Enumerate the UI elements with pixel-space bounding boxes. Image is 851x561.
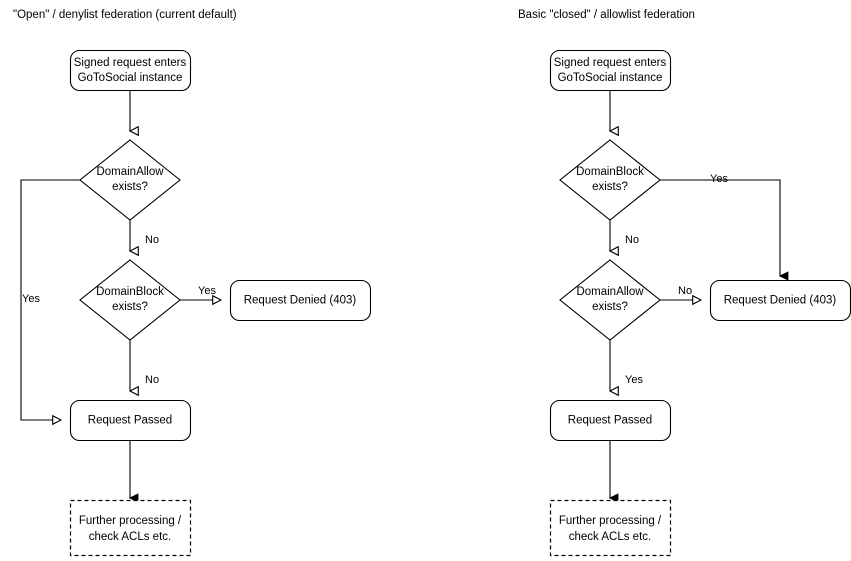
- node-entry-right-line1: Signed request enters: [554, 57, 667, 69]
- node-further-processing-left: [69, 499, 192, 557]
- node-further-processing-right-line2: check ACLs etc.: [569, 531, 651, 543]
- edge-domainblock-yes-to-denied-right: [660, 179, 780, 276]
- node-further-processing-right: [549, 499, 672, 557]
- node-decision-domainblock-right-line1: DomainBlock: [576, 166, 644, 178]
- node-decision-domainblock-right-line2: exists?: [592, 181, 628, 193]
- node-decision-domainblock-left-line1: DomainBlock: [96, 286, 164, 298]
- node-request-passed-right-label: Request Passed: [568, 415, 652, 427]
- edge-label-domainallow-yes-right: Yes: [625, 374, 643, 386]
- edge-label-domainblock-no-left: No: [145, 374, 159, 386]
- node-further-processing-left-line1: Further processing /: [79, 515, 182, 527]
- node-request-denied-left: [229, 279, 372, 322]
- node-entry-right-line2: GoToSocial instance: [558, 72, 663, 84]
- edge-label-domainallow-no-right: No: [678, 285, 692, 297]
- node-decision-domainallow-right: [559, 259, 661, 341]
- node-further-processing-left-line2: check ACLs etc.: [89, 531, 171, 543]
- node-decision-domainallow-right-line2: exists?: [592, 301, 628, 313]
- panel-title-open-denylist: "Open" / denylist federation (current de…: [13, 9, 237, 21]
- node-further-processing-right-line1: Further processing /: [559, 515, 662, 527]
- edge-label-domainallow-no-left: No: [145, 234, 159, 246]
- node-request-passed-left-label: Request Passed: [88, 415, 172, 427]
- node-decision-domainallow-left: [79, 139, 181, 221]
- edge-label-domainblock-yes-left: Yes: [198, 285, 216, 297]
- node-decision-domainblock-left-line2: exists?: [112, 301, 148, 313]
- edge-label-domainallow-yes-left: Yes: [22, 293, 40, 305]
- node-decision-domainallow-right-line1: DomainAllow: [576, 286, 644, 298]
- node-decision-domainallow-left-line1: DomainAllow: [96, 166, 164, 178]
- node-entry-left-line1: Signed request enters: [74, 57, 187, 69]
- node-request-denied-left-label: Request Denied (403): [244, 295, 357, 307]
- edge-label-domainblock-no-right: No: [625, 234, 639, 246]
- node-decision-domainblock-right: [559, 139, 661, 221]
- node-decision-domainblock-left: [79, 259, 181, 341]
- node-decision-domainallow-left-line2: exists?: [112, 181, 148, 193]
- node-entry-left-line2: GoToSocial instance: [78, 72, 183, 84]
- node-request-denied-right-label: Request Denied (403): [724, 295, 837, 307]
- edge-label-domainblock-yes-right: Yes: [710, 173, 728, 185]
- edge-domainallow-yes-to-passed-left: [20, 179, 80, 420]
- panel-title-closed-allowlist: Basic "closed" / allowlist federation: [518, 9, 695, 21]
